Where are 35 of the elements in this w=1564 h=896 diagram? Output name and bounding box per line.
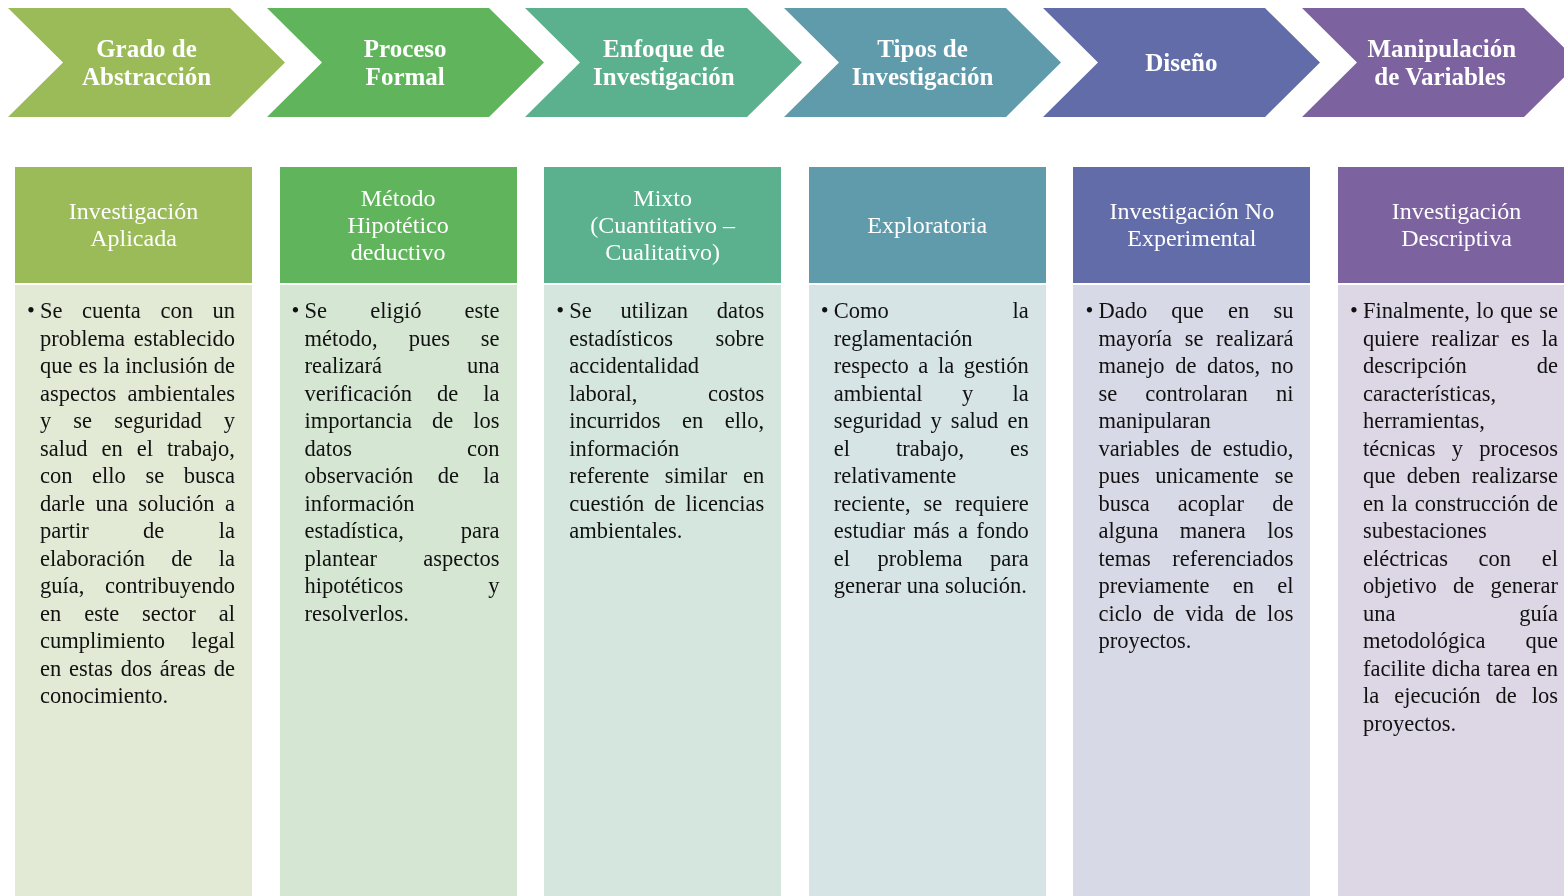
category-label: Investigación No Experimental (1109, 198, 1275, 252)
bullet: • (27, 297, 35, 325)
category-box (15, 167, 252, 283)
category-label: Exploratoria (866, 211, 989, 239)
description-panel (1073, 285, 1311, 896)
stage-title: Grado de Abstracción (80, 34, 213, 91)
bullet: • (1085, 297, 1094, 325)
bullet: • (820, 297, 829, 325)
stage-title: Tipos de Investigación (850, 34, 995, 91)
description-panel (808, 285, 1046, 896)
stage-title: Enfoque de Investigación (592, 34, 736, 91)
description-text: Como la reglamentación respecto a la gestión ambiental y la seguridad y salud en el trabajo, es relativamente reciente, se requiere estudiar más a fondo el problema para generar una solución. (833, 297, 1029, 600)
stage-title: Proceso Formal (362, 34, 448, 91)
category-label: Investigación Descriptiva (1390, 198, 1523, 252)
description-panel (544, 285, 782, 896)
description-text: Se eligió este método, pues se realizará una verificación de la importancia de los datos con observación de la información estadística, para plantear aspectos hipotéticos y resolverlos. (304, 297, 500, 627)
bullet: • (556, 297, 565, 325)
description-text: Se utilizan datos estadísticos sobre accidentalidad laboral, costos incurridos en ello, información referente similar en cuestión de licencias ambientales. (569, 297, 765, 545)
category-box (544, 167, 782, 283)
bullet: • (1350, 297, 1358, 325)
category-box (279, 167, 517, 283)
category-box (1338, 167, 1564, 283)
description-text: Finalmente, lo que se quiere realizar es la descripción de características, herramientas, técnicas y procesos que deben realizarse en la construcción de subestaciones eléctricas con el objetivo de generar una guía metodológica que facilite dicha tarea en la ejecución de los proyectos. (1363, 297, 1558, 737)
description-panel (1338, 285, 1564, 896)
description-panel (15, 285, 252, 896)
stage-title: Diseño (1144, 48, 1219, 77)
category-label: Método Hipotético deductivo (346, 184, 450, 266)
description-text: Dado que en su mayoría se realizará manejo de datos, no se controlaran ni manipularan variables de estudio, pues unicamente se busca acoplar de alguna manera los temas referenciados previamente en el ciclo de vida de los proyectos. (1098, 297, 1294, 655)
category-box (1073, 167, 1311, 283)
bullet: • (291, 297, 300, 325)
description-panel (279, 285, 517, 896)
category-label: Mixto (Cuantitativo – Cualitativo) (589, 184, 737, 266)
category-box (808, 167, 1046, 283)
description-text: Se cuenta con un problema establecido que es la inclusión de aspectos ambientales y se seguridad y salud en el trabajo, con ello se busca darle una solución a partir de la elaboración de la guía, contribuyendo en este sector al cumplimiento legal en estas dos áreas de conocimiento. (40, 297, 235, 710)
category-label: Investigación Aplicada (67, 198, 200, 252)
